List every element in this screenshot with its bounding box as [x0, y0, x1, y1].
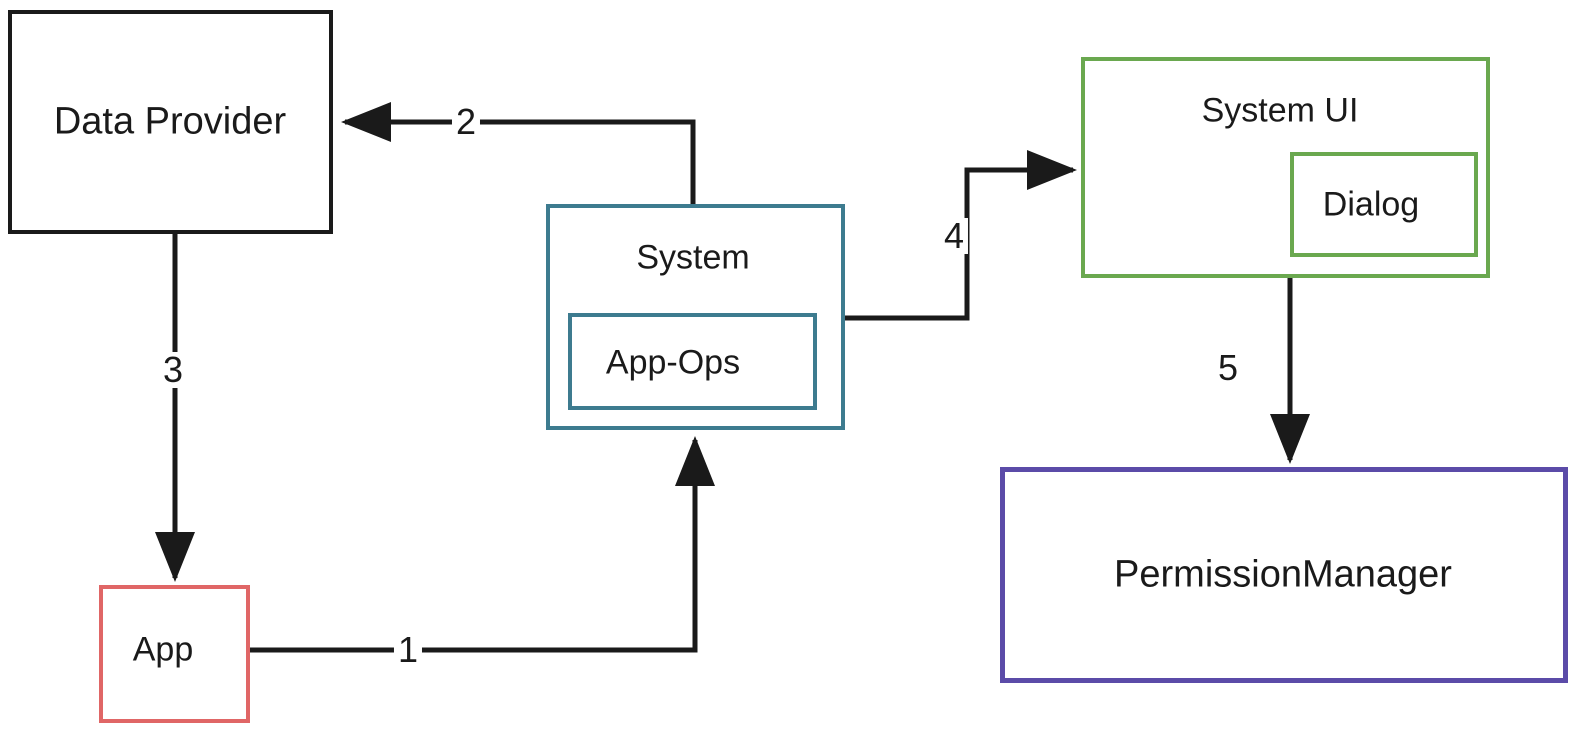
node-label-app: App — [132, 630, 194, 669]
node-label-app-ops: App-Ops — [605, 343, 741, 382]
edge-label-4: 4 — [939, 218, 969, 254]
node-permission-manager[interactable] — [1000, 467, 1568, 683]
edge-label-2: 2 — [451, 104, 481, 140]
edge-2 — [340, 102, 696, 204]
edge-1 — [250, 435, 715, 653]
edge-label-3: 3 — [158, 352, 188, 388]
edge-label-5: 5 — [1213, 350, 1243, 386]
node-label-dialog: Dialog — [1322, 185, 1420, 224]
edge-label-1: 1 — [393, 632, 423, 668]
node-dialog[interactable] — [1290, 152, 1478, 257]
node-data-provider[interactable] — [8, 10, 333, 234]
node-app-ops[interactable] — [568, 313, 817, 410]
node-app[interactable] — [99, 585, 250, 723]
node-label-system: System — [636, 238, 750, 277]
node-label-permission-manager: PermissionManager — [1114, 553, 1452, 596]
node-label-data-provider: Data Provider — [53, 100, 287, 143]
node-label-system-ui: System UI — [1201, 91, 1359, 130]
